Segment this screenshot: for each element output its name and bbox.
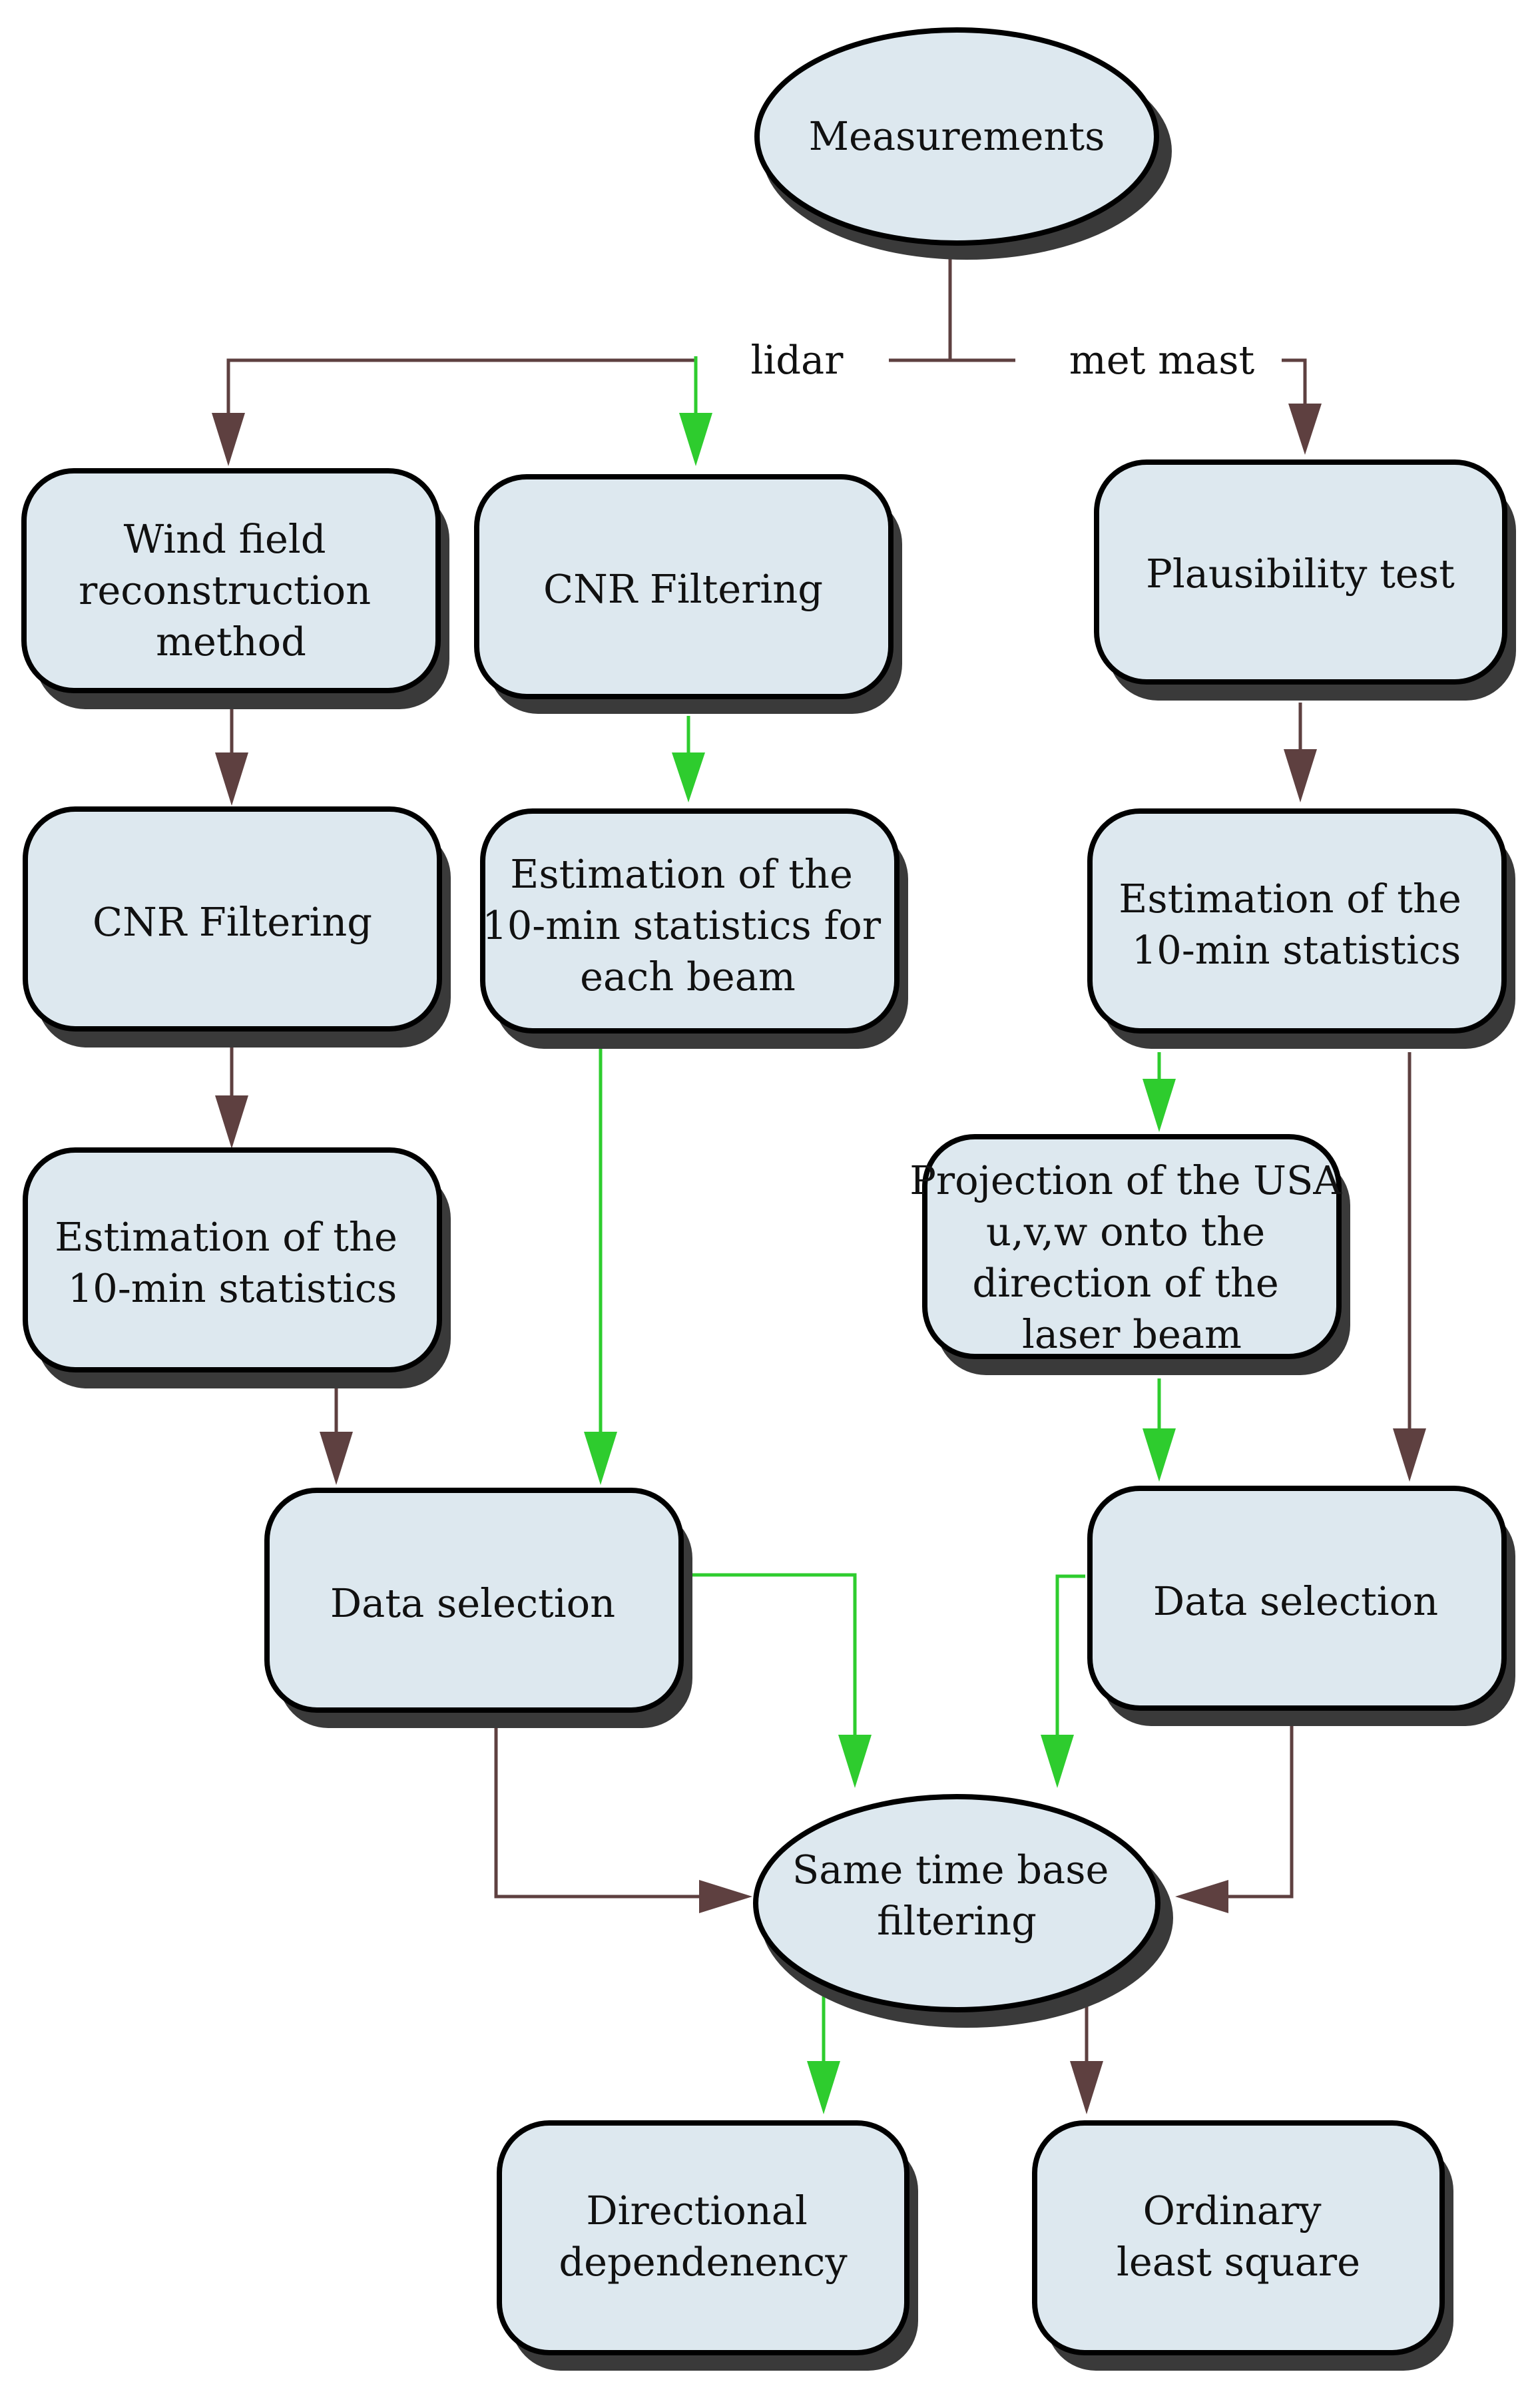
- node-data-selection-left: Data selection: [264, 1488, 692, 1728]
- node-data-selection-left-label: Data selection: [330, 1580, 615, 1626]
- arrowhead-data-selection-left-green: [584, 1432, 617, 1485]
- node-projection: Projection of the USA u,v,w onto the dir…: [909, 1134, 1354, 1375]
- node-cnr-filtering-left: CNR Filtering: [23, 806, 451, 1047]
- edge-data-selection-left-brown-to-same-time: [494, 1725, 699, 1899]
- node-directional-label: Directional dependenency: [559, 2188, 848, 2285]
- arrowhead-estimation-mast: [1284, 749, 1317, 802]
- edge-data-selection-left-green-to-same-time: [679, 1573, 857, 1735]
- arrowhead-plausibility: [1288, 404, 1322, 455]
- node-data-selection-right: Data selection: [1087, 1486, 1515, 1726]
- arrowhead-same-time-brown-right: [1175, 1880, 1228, 1913]
- node-plausibility-test: Plausibility test: [1094, 459, 1516, 701]
- arrowhead-data-selection-left-brown: [320, 1432, 353, 1485]
- node-cnr-filtering-top-label: CNR Filtering: [543, 566, 823, 612]
- arrowhead-cnr-left: [215, 752, 248, 806]
- node-cnr-filtering-left-label: CNR Filtering: [93, 899, 372, 945]
- arrowhead-estimation-left: [215, 1095, 248, 1149]
- node-data-selection-right-label: Data selection: [1153, 1578, 1438, 1624]
- arrowhead-same-time-brown-left: [699, 1880, 752, 1913]
- arrowhead-same-time-green-left: [838, 1735, 872, 1788]
- node-estimation-mast-label: Estimation of the 10-min statistics: [1119, 876, 1473, 973]
- edge-lidar-to-wind-field: [226, 358, 696, 413]
- arrowhead-wind-field: [212, 413, 245, 466]
- edge-data-selection-right-brown-to-same-time: [1228, 1721, 1294, 1899]
- edge-label-lidar: lidar: [751, 337, 844, 383]
- node-measurements-label: Measurements: [809, 113, 1105, 159]
- node-wind-field-reconstruction: Wind field reconstruction method: [21, 468, 449, 709]
- edge-metmast-to-plausibility: [1282, 358, 1307, 404]
- arrowhead-ordinary: [1070, 2061, 1103, 2114]
- node-ordinary-label: Ordinary least square: [1117, 2188, 1360, 2285]
- node-same-time-base-filtering: Same time base filtering: [753, 1794, 1173, 2028]
- node-same-time-base-label: Same time base filtering: [792, 1847, 1121, 1944]
- node-measurements: Measurements: [754, 27, 1172, 260]
- node-estimation-left-label: Estimation of the 10-min statistics: [55, 1214, 409, 1311]
- node-cnr-filtering-top: CNR Filtering: [474, 474, 902, 714]
- arrowhead-same-time-green-right: [1041, 1735, 1074, 1788]
- node-estimation-mast: Estimation of the 10-min statistics: [1087, 808, 1515, 1049]
- node-ordinary-least-square: Ordinary least square: [1032, 2120, 1453, 2371]
- edge-data-selection-right-green-to-same-time: [1055, 1574, 1085, 1735]
- node-wind-field-label: Wind field reconstruction method: [79, 516, 384, 665]
- node-estimation-left: Estimation of the 10-min statistics: [23, 1147, 451, 1388]
- arrowhead-projection: [1143, 1079, 1176, 1132]
- arrowhead-cnr-top: [679, 413, 712, 466]
- arrowhead-data-selection-right-brown: [1393, 1428, 1426, 1482]
- arrowhead-data-selection-right-green: [1143, 1428, 1176, 1482]
- node-estimation-beam-label: Estimation of the 10-min statistics for …: [482, 851, 894, 1000]
- edge-label-met-mast: met mast: [1069, 337, 1255, 383]
- arrowhead-estimation-beam: [672, 752, 705, 802]
- arrowhead-directional: [807, 2061, 840, 2114]
- node-plausibility-test-label: Plausibility test: [1146, 551, 1455, 597]
- node-projection-label: Projection of the USA u,v,w onto the dir…: [909, 1157, 1354, 1357]
- node-directional-dependenency: Directional dependenency: [497, 2120, 918, 2371]
- node-estimation-beam: Estimation of the 10-min statistics for …: [480, 808, 908, 1049]
